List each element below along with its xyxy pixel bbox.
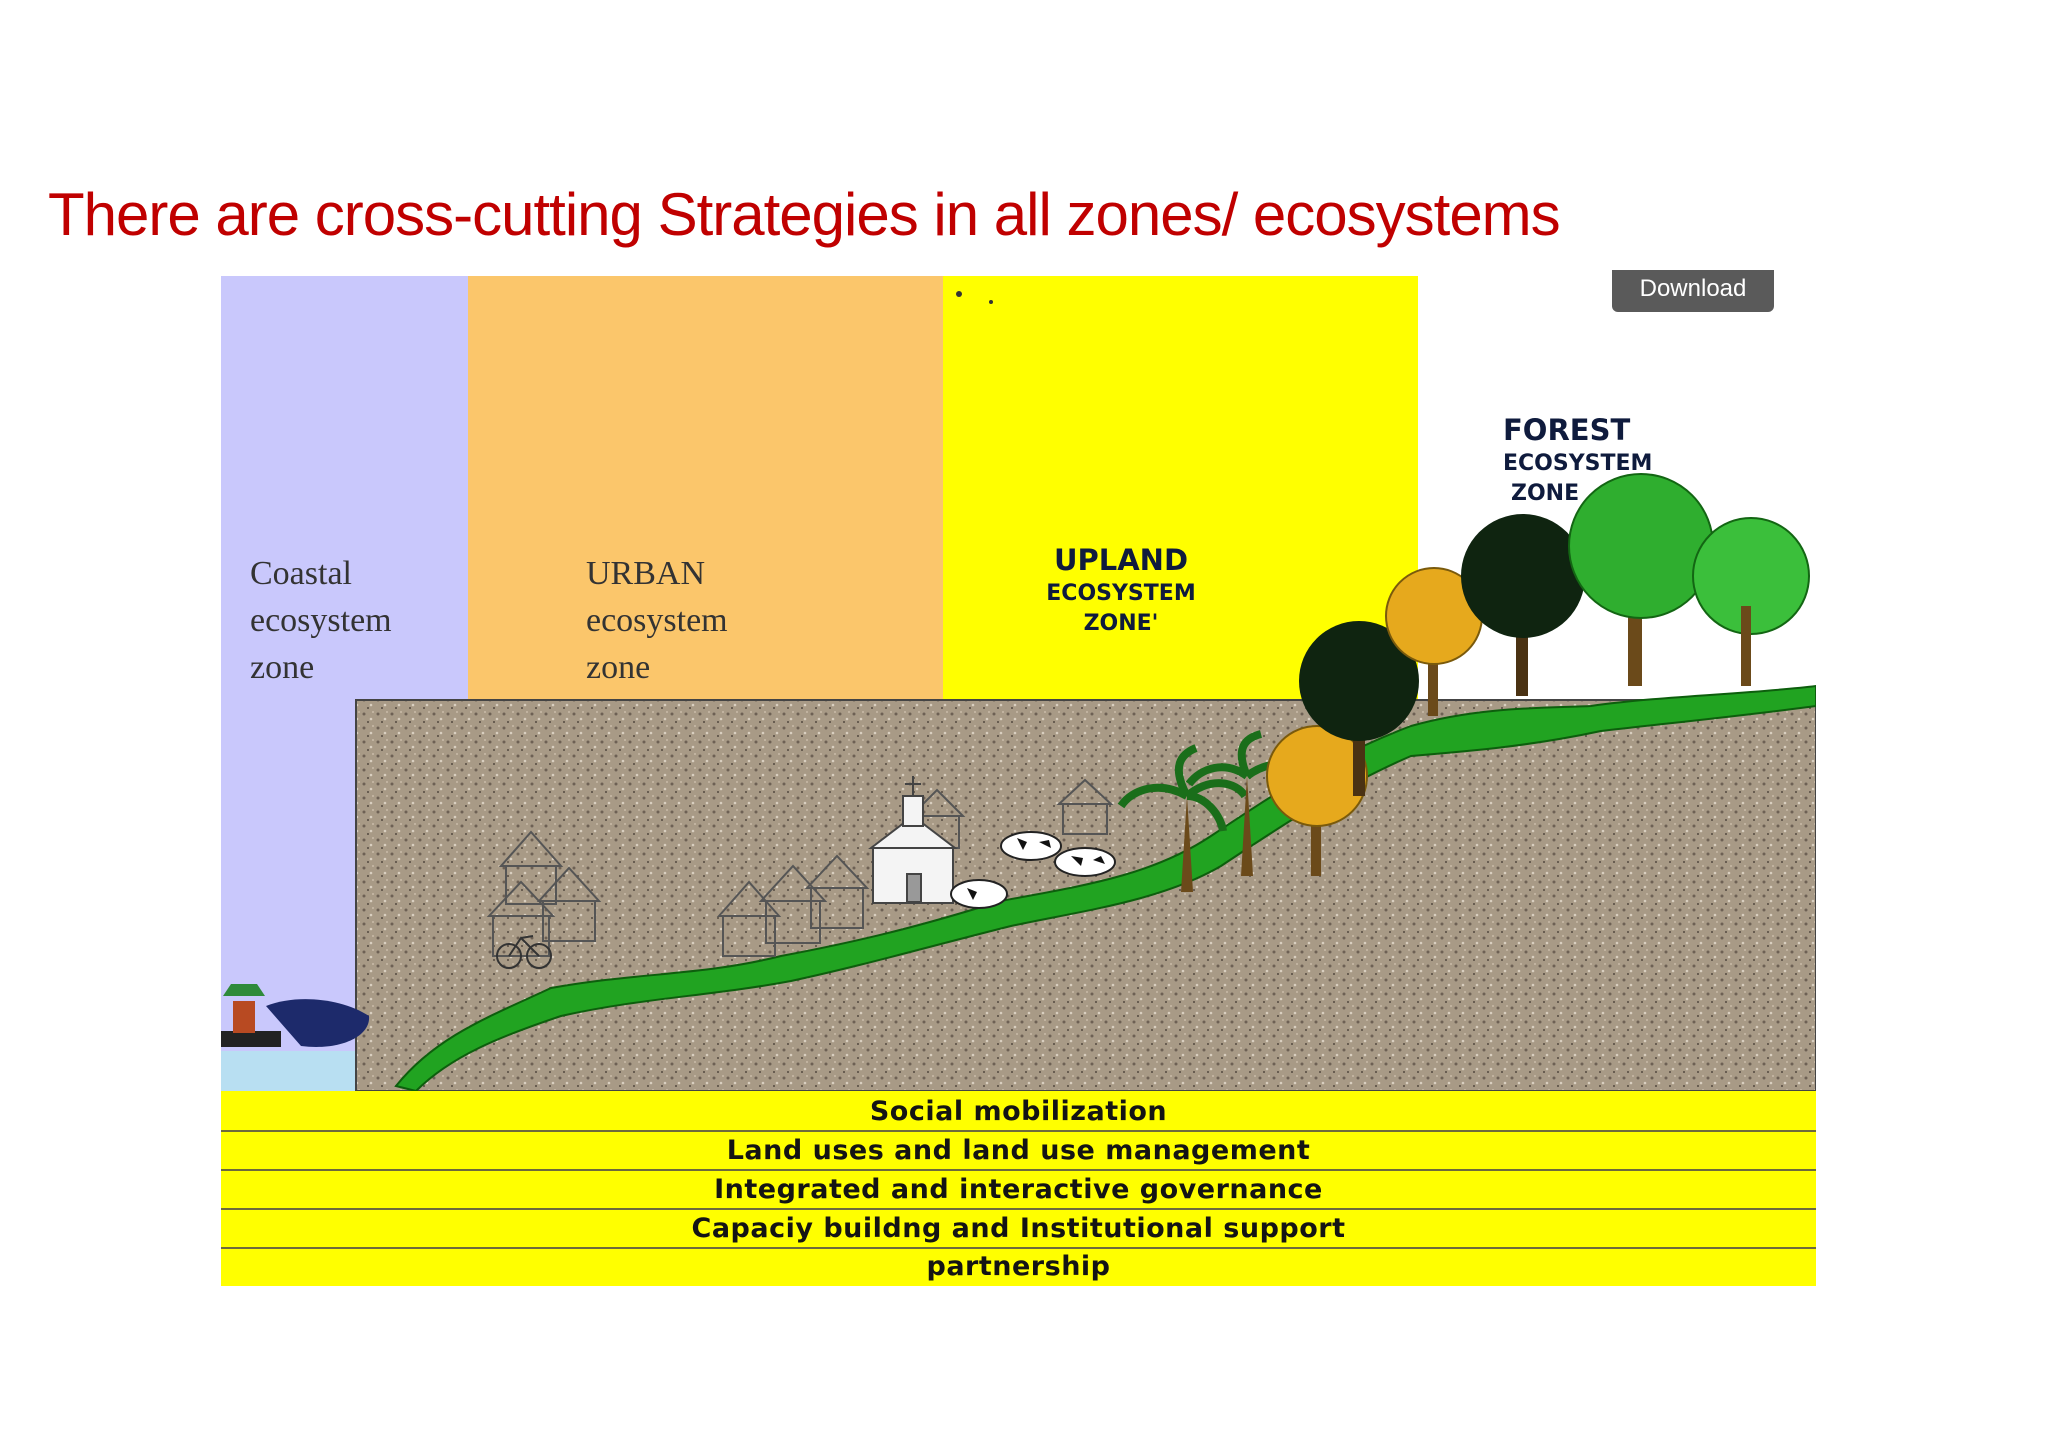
- forest-trees-icon: [1266, 473, 1810, 876]
- strategy-band-background: [221, 1091, 1816, 1286]
- strategy-social-mobilization: Social mobilization: [869, 1096, 1168, 1127]
- bicycle-icon: [496, 935, 552, 969]
- coastal-zone-label: Coastal ecosystem zone: [250, 555, 392, 686]
- strategy-land-use-management: Land uses and land use management: [726, 1135, 1311, 1166]
- ecosystem-zones-diagram: Download Coastal ecosystem zone URBAN ec…: [221, 270, 1816, 1286]
- cows-icon: [950, 831, 1116, 909]
- urban-zone-background: [468, 276, 943, 700]
- slide-title: There are cross-cutting Strategies in al…: [48, 181, 1561, 248]
- boat-icon: [221, 999, 370, 1047]
- village-houses: [486, 778, 1114, 957]
- urban-zone-label: URBAN ecosystem zone: [586, 555, 728, 686]
- upland-zone-label: UPLAND ECOSYSTEM ZONE': [1046, 543, 1196, 636]
- strategy-capacity-building: Capaciy buildng and Institutional suppor…: [691, 1213, 1346, 1244]
- strategy-partnership: partnership: [926, 1251, 1111, 1282]
- shore-hut-icon: [223, 984, 265, 1033]
- download-button[interactable]: Download: [1612, 270, 1774, 312]
- forest-zone-label: FOREST ECOSYSTEM ZONE: [1503, 413, 1653, 506]
- strategy-integrated-governance: Integrated and interactive governance: [714, 1174, 1323, 1205]
- hillside-vegetation: [394, 684, 1816, 1093]
- church-icon: [868, 776, 958, 904]
